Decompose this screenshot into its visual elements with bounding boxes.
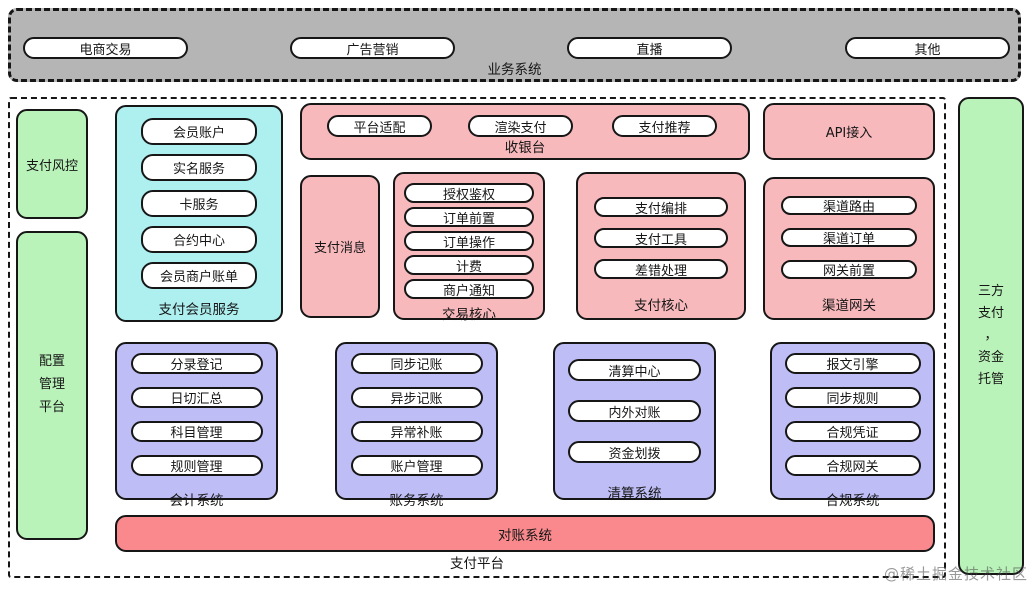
business-systems-container: 电商交易 广告营销 直播 其他 业务系统 [8,8,1021,82]
node-sync-bookkeeping: 同步记账 [350,353,483,374]
node-config-platform: 配置 管理 平台 [16,231,88,540]
node-compliance-gateway: 合规网关 [784,455,921,476]
node-daily-cutoff: 日切汇总 [130,387,263,408]
node-card-service: 卡服务 [141,190,257,217]
bookkeeping-label: 账务系统 [389,493,444,509]
node-channel-order: 渠道订单 [781,228,917,247]
node-exception-repair: 异常补账 [350,421,483,442]
node-third-party-custody: 三方 支付 ， 资金 托管 [958,97,1024,575]
trade-core-label: 交易核心 [442,307,496,323]
node-internal-external-recon: 内外对账 [568,400,701,422]
node-contract-center: 合约中心 [141,226,257,253]
node-risk-control: 支付风控 [16,109,88,219]
node-member-merchant-bill: 会员商户账单 [141,262,257,289]
watermark: @稀土掘金技术社区 [883,565,1028,583]
node-render-payment: 渲染支付 [468,115,573,137]
compliance-group: 报文引擎 同步规则 合规凭证 合规网关 合规系统 [770,342,935,509]
node-rule-mgmt: 规则管理 [130,455,263,476]
business-systems-label: 业务系统 [487,62,542,78]
member-service-group: 会员账户 实名服务 卡服务 合约中心 会员商户账单 支付会员服务 [115,105,283,322]
node-realname-service: 实名服务 [141,154,257,181]
node-message-engine: 报文引擎 [784,353,921,374]
node-fund-transfer: 资金划拨 [568,441,701,463]
node-channel-routing: 渠道路由 [781,196,917,215]
channel-gateway-group: 渠道路由 渠道订单 网关前置 渠道网关 [763,177,935,320]
node-other: 其他 [845,37,1010,59]
node-ad-marketing: 广告营销 [290,37,455,59]
node-reconciliation-system: 对账系统 [115,515,935,552]
node-payment-orchestration: 支付编排 [594,197,728,217]
node-clearing-center: 清算中心 [568,359,701,381]
cashier-group: 平台适配 渲染支付 支付推荐 收银台 [300,103,750,160]
node-order-front: 订单前置 [404,207,534,227]
node-billing: 计费 [404,255,534,275]
node-livestream: 直播 [567,37,732,59]
accounting-label: 会计系统 [169,493,224,509]
node-order-ops: 订单操作 [404,231,534,251]
node-api-access: API接入 [763,103,935,160]
node-payment-message: 支付消息 [300,175,380,318]
node-async-bookkeeping: 异步记账 [350,387,483,408]
clearing-group: 清算中心 内外对账 资金划拨 清算系统 [553,342,716,502]
accounting-group: 分录登记 日切汇总 科目管理 规则管理 会计系统 [115,342,278,509]
trade-core-group: 授权鉴权 订单前置 订单操作 计费 商户通知 交易核心 [393,172,545,323]
payment-core-label: 支付核心 [634,298,688,314]
node-auth: 授权鉴权 [404,183,534,203]
node-error-handling: 差错处理 [594,259,728,279]
node-merchant-notify: 商户通知 [404,279,534,299]
node-gateway-front: 网关前置 [781,260,917,279]
node-account-mgmt: 账户管理 [350,455,483,476]
cashier-label: 收银台 [504,140,546,156]
member-service-label: 支付会员服务 [158,302,240,318]
channel-gateway-label: 渠道网关 [822,298,876,314]
node-platform-adapt: 平台适配 [327,115,432,137]
node-ecommerce: 电商交易 [23,37,188,59]
node-entry-register: 分录登记 [130,353,263,374]
payment-core-group: 支付编排 支付工具 差错处理 支付核心 [576,172,746,320]
node-member-account: 会员账户 [141,118,257,145]
node-compliance-voucher: 合规凭证 [784,421,921,442]
compliance-label: 合规系统 [825,493,880,509]
node-subject-mgmt: 科目管理 [130,421,263,442]
node-sync-rules: 同步规则 [784,387,921,408]
node-payment-tools: 支付工具 [594,228,728,248]
clearing-label: 清算系统 [607,486,662,502]
payment-platform-label: 支付平台 [450,556,504,572]
node-payment-recommend: 支付推荐 [612,115,717,137]
bookkeeping-group: 同步记账 异步记账 异常补账 账户管理 账务系统 [335,342,498,509]
